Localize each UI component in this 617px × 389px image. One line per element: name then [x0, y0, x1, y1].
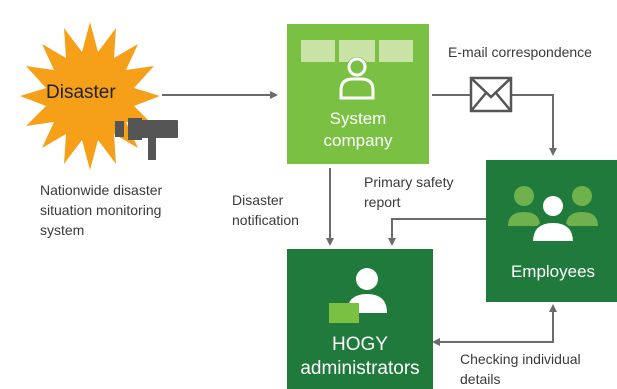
hogy-administrators-label: HOGY administrators: [300, 334, 420, 379]
people-group-icon: [508, 186, 598, 243]
email-label: E-mail correspondence: [448, 44, 592, 60]
employees-label: Employees: [510, 262, 596, 281]
administrator-icon: [329, 268, 387, 323]
hogy-administrators-box: HOGY administrators: [287, 249, 433, 389]
monitoring-caption: Nationwide disaster situation monitoring…: [40, 182, 163, 238]
envelope-icon: [469, 76, 513, 113]
disaster-label: Disaster: [46, 82, 116, 103]
notification-label: Disaster notification: [232, 192, 299, 228]
system-company-box: System company: [287, 24, 429, 164]
camera-icon: [115, 118, 178, 160]
disaster-burst: [20, 22, 160, 170]
safety-report-label: Primary safety report: [364, 174, 454, 210]
arrow-checking-details: [432, 304, 557, 346]
employees-box: Employees: [486, 160, 617, 302]
system-monitor-icon: [301, 40, 413, 100]
arrow-safety-report: [388, 218, 486, 246]
checking-details-label: Checking individual details: [460, 351, 581, 387]
system-company-label: System company: [323, 109, 393, 150]
